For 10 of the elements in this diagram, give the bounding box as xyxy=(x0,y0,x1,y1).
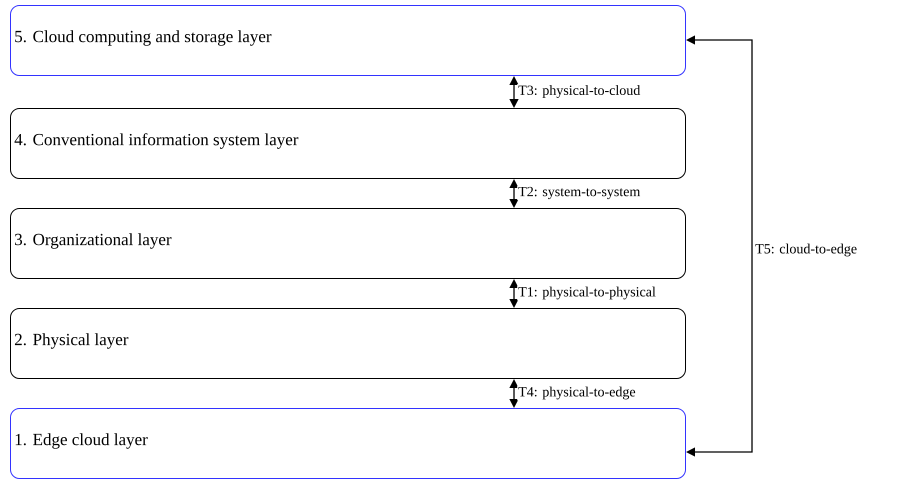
edge-label: T2: system-to-system xyxy=(517,186,642,200)
edge-label: T5: cloud-to-edge xyxy=(754,242,858,258)
layer-box: 3. Organizational layer xyxy=(10,208,686,279)
layer-box: 4. Conventional information system layer xyxy=(10,108,686,179)
layer-box: 1. Edge cloud layer xyxy=(10,408,686,479)
edge-label: T3: physical-to-cloud xyxy=(517,84,642,99)
layer-box: 5. Cloud computing and storage layer xyxy=(10,5,686,76)
edge-label: T4: physical-to-edge xyxy=(517,386,637,400)
edge-label: T1: physical-to-physical xyxy=(517,286,657,300)
layer-box: 2. Physical layer xyxy=(10,308,686,379)
